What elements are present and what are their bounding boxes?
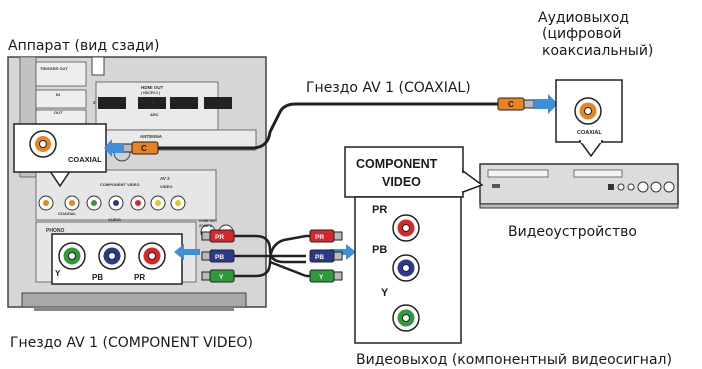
- caption-component-out: Видеовыход (компонентный видеосигнал): [356, 352, 672, 368]
- panel-label-hdmi-out: HDMI OUT: [141, 85, 163, 90]
- coax-plug-label-left: C: [141, 144, 147, 153]
- component-video-output-panel: COMPONENT VIDEO PR PB Y: [344, 146, 484, 344]
- arrow-right-icon: [534, 94, 558, 114]
- panel-label-arc: ARC: [150, 112, 159, 117]
- panel-label-coaxial-small: COAXIAL: [58, 211, 77, 216]
- jack-label-pr: PR: [134, 273, 145, 282]
- panel-label-in: IN: [56, 92, 60, 97]
- panel-label-out: OUT: [54, 110, 63, 115]
- jack-label-y: Y: [55, 269, 61, 278]
- component-title-line1: COMPONENT: [356, 157, 438, 171]
- panel-label-video: VIDEO: [160, 184, 172, 189]
- component-title-line2: VIDEO: [382, 175, 421, 189]
- panel-label-trigger-out: TRIGGER OUT: [40, 66, 68, 71]
- caption-audio-out-line3: коаксиальный): [542, 43, 653, 59]
- panel-label-av2: AV 2: [160, 176, 170, 181]
- caption-video-device: Видеоустройство: [508, 224, 637, 240]
- caption-audio-out-line2: (цифровой: [542, 26, 621, 42]
- coax-plug-label-right: C: [508, 100, 514, 109]
- coaxial-cable: C C: [121, 97, 535, 155]
- panel-label-zone2: ZONE 2: [199, 224, 212, 228]
- arrow-left-icon: [174, 244, 200, 260]
- panel-label-antenna: ANTENNA: [140, 134, 163, 139]
- panel-label-component-video: COMPONENT VIDEO: [100, 182, 140, 187]
- panel-label-zone-out: ZONE OUT: [199, 219, 218, 223]
- coaxial-label: COAXIAL: [68, 155, 102, 164]
- video-player-icon: [479, 163, 679, 209]
- coaxial-output-label: COAXIAL: [577, 130, 602, 136]
- plug-label-pb-right: PB: [315, 254, 324, 261]
- component-jack-callout: Y PB PR: [51, 233, 183, 285]
- caption-device-rear: Аппарат (вид сзади): [8, 38, 159, 54]
- panel-label-phono: PHONO: [46, 228, 64, 234]
- caption-component-jack: Гнездо AV 1 (COMPONENT VIDEO): [10, 335, 253, 351]
- component-label-y: Y: [381, 287, 389, 299]
- panel-label-audio: AUDIO: [108, 217, 121, 222]
- plug-label-pr-left: PR: [215, 234, 224, 241]
- caption-coaxial-jack: Гнездо AV 1 (COAXIAL): [306, 80, 471, 96]
- coaxial-jack-callout: COAXIAL: [13, 123, 107, 188]
- component-label-pb: PB: [372, 244, 387, 256]
- coaxial-output-callout: COAXIAL: [555, 79, 623, 158]
- arrow-left-icon: [104, 139, 124, 157]
- component-cable: PR PB Y PR PB Y: [201, 229, 343, 283]
- arrow-right-icon: [330, 244, 356, 260]
- jack-label-pb: PB: [92, 273, 103, 282]
- plug-label-pr-right: PR: [315, 234, 324, 241]
- caption-audio-out-line1: Аудиовыход: [538, 10, 629, 26]
- plug-label-y-left: Y: [219, 274, 224, 281]
- component-label-pr: PR: [372, 204, 387, 216]
- panel-label-2: 2: [93, 100, 96, 105]
- plug-label-y-right: Y: [319, 274, 324, 281]
- panel-label-1: 1: [151, 100, 154, 105]
- plug-label-pb-left: PB: [215, 254, 224, 261]
- panel-label-hdcp: ( HDCP2.2 ): [141, 91, 160, 95]
